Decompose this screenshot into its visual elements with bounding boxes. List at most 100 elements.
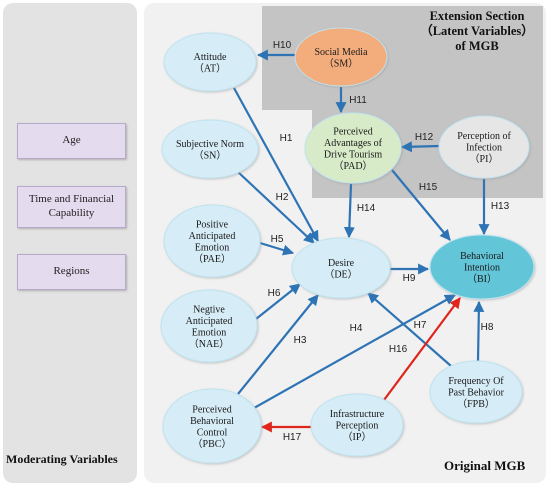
edge-h4-pbc-to-bi <box>253 294 456 409</box>
node-pad-text: （PAD） <box>333 160 372 172</box>
moderator-regions-label: Regions <box>53 265 90 278</box>
node-pae-ellipse <box>163 204 261 278</box>
moderator-age-label: Age <box>62 134 81 147</box>
original-mgb-title: Original MGB <box>444 458 526 473</box>
moderating-variables-title: Moderating Variables <box>6 452 118 466</box>
node-nae-text: （NAE） <box>189 338 230 350</box>
node-pi-ellipse <box>438 115 530 179</box>
node-pad-text: Drive Tourism <box>324 149 382 160</box>
edge-h2-sn-to-de <box>237 171 315 244</box>
node-bi-ellipse <box>429 234 535 300</box>
node-bi-text: Behavioral <box>460 251 504 262</box>
node-sm: Social Media（SM） <box>294 27 388 87</box>
hypothesis-label-h12: H12 <box>415 132 434 143</box>
node-pbc-text: Perceived <box>192 404 231 415</box>
node-ip-text: （IP） <box>343 431 372 443</box>
edge-h3-pbc-to-de <box>237 294 319 395</box>
hypothesis-label-h7: H7 <box>414 320 427 331</box>
node-de: Desire（DE） <box>291 237 391 299</box>
node-bi-text: Intention <box>464 263 500 274</box>
node-nae-text: Negtive <box>193 304 225 315</box>
node-at-ellipse <box>163 32 257 92</box>
node-at-text: （AT） <box>194 62 226 74</box>
node-sn-text: Subjective Norm <box>176 139 244 150</box>
edge-h12-pi-to-pad <box>400 141 440 153</box>
node-pbc-text: Control <box>197 427 228 438</box>
edge-h8-fpb-to-bi <box>473 300 485 362</box>
edge-h14-pad-to-de <box>343 183 355 239</box>
hypothesis-label-h4: H4 <box>350 323 363 334</box>
node-pbc-ellipse <box>162 388 262 464</box>
hypothesis-label-h2: H2 <box>276 192 289 203</box>
node-sm-text: （SM） <box>324 57 358 69</box>
node-pad-text: Advantages of <box>324 138 383 149</box>
moderator-time-label-2: Capability <box>48 207 95 219</box>
extension-title-line-1: Extension Section <box>429 9 525 23</box>
hypothesis-label-h6: H6 <box>268 288 281 299</box>
hypothesis-label-h9: H9 <box>403 273 416 284</box>
node-pae-text: Emotion <box>195 242 229 253</box>
moderator-time-financial: Time and Financial Capability <box>17 186 126 228</box>
node-pad-ellipse <box>304 112 402 184</box>
node-nae-text: Emotion <box>192 327 226 338</box>
node-de-text: Desire <box>328 258 355 269</box>
hypothesis-label-h16: H16 <box>389 344 408 355</box>
node-ip-ellipse <box>310 393 404 457</box>
edge-h15-pad-to-bi <box>391 169 451 241</box>
hypothesis-label-h1: H1 <box>280 133 293 144</box>
hypothesis-label-h14: H14 <box>357 203 376 214</box>
node-pae-text: Positive <box>196 219 229 230</box>
moderating-panel <box>3 3 137 483</box>
node-ip-text: Perception <box>336 421 379 432</box>
moderator-time-label-1: Time and Financial <box>28 193 115 206</box>
edge-h5-pae-to-de <box>259 241 295 256</box>
extension-title-line-2: （Latent Variables） <box>420 24 534 38</box>
edge-h1-at-to-de <box>233 87 319 242</box>
node-sm-text: Social Media <box>314 47 368 58</box>
hypothesis-label-h10: H10 <box>273 40 292 51</box>
node-ip-text: Infrastructure <box>330 409 385 420</box>
hypothesis-label-h3: H3 <box>294 335 307 346</box>
node-sn-text: （SN） <box>194 149 227 161</box>
edge-h7-fpb-to-de <box>367 292 452 367</box>
node-pi-text: （PI） <box>470 153 499 165</box>
hypothesis-label-h15: H15 <box>419 182 438 193</box>
node-nae-ellipse <box>160 289 258 363</box>
node-fpb-ellipse <box>429 360 523 424</box>
node-sm-ellipse <box>294 27 388 87</box>
node-sn: Subjective Norm（SN） <box>161 119 259 179</box>
extension-section-title: Extension Section （Latent Variables） of … <box>418 9 536 54</box>
node-fpb-text: （FPB） <box>457 398 495 410</box>
node-pi-text: Infection <box>466 143 502 154</box>
node-pad-text: Perceived <box>333 126 372 137</box>
node-pbc-text: （PBC） <box>193 438 232 450</box>
hypothesis-label-h13: H13 <box>491 201 510 212</box>
hypothesis-label-h8: H8 <box>481 322 494 333</box>
node-de-text: （DE） <box>324 268 357 280</box>
moderator-regions: Regions <box>17 254 126 290</box>
node-fpb-text: Past Behavior <box>448 388 504 399</box>
node-bi-text: （BI） <box>467 273 497 285</box>
hypothesis-label-h11: H11 <box>349 95 367 106</box>
edge-h6-nae-to-de <box>255 283 301 320</box>
node-pi-text: Perception of <box>457 131 511 142</box>
hypothesis-label-h5: H5 <box>271 234 284 245</box>
hypothesis-label-h17: H17 <box>283 432 302 443</box>
node-sn-ellipse <box>161 119 259 179</box>
moderator-age: Age <box>17 123 126 159</box>
node-pae-text: （PAE） <box>193 253 231 265</box>
node-nae-text: Anticipated <box>186 316 233 327</box>
node-at: Attitude（AT） <box>163 32 257 92</box>
edge-h16-ip-to-bi <box>383 297 461 401</box>
node-pae-text: Anticipated <box>189 231 236 242</box>
node-pbc-text: Behavioral <box>190 416 234 427</box>
node-at-text: Attitude <box>194 52 227 63</box>
